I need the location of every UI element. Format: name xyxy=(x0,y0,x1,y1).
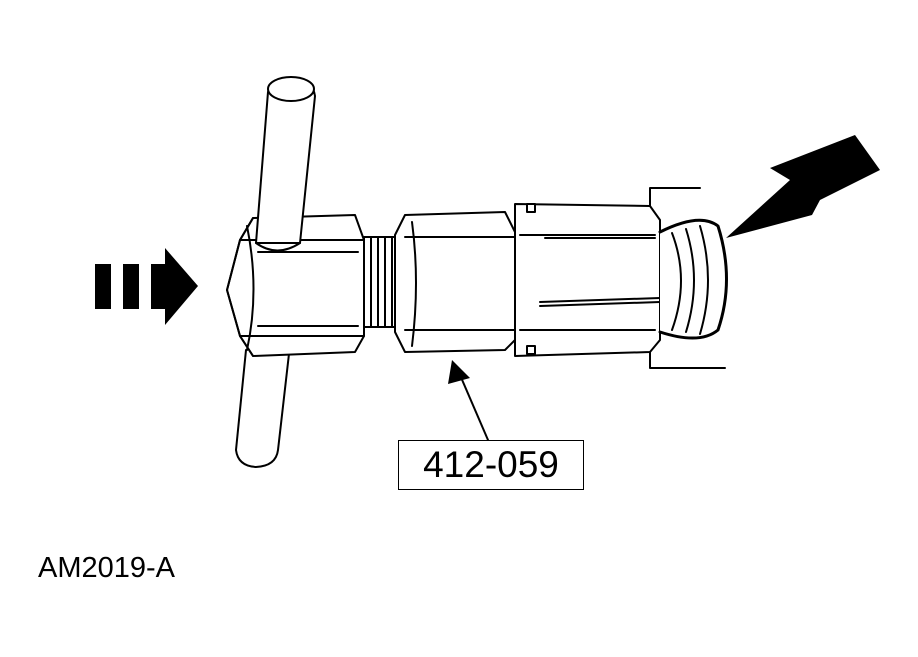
t-handle-upper-rod xyxy=(255,76,316,252)
part-number-label: 412-059 xyxy=(398,440,584,490)
t-handle-lower-rod xyxy=(235,344,291,468)
label-leader-arrowhead xyxy=(448,360,470,384)
hex-body-middle xyxy=(394,211,516,353)
label-leader-line xyxy=(459,374,489,441)
hex-nut-left xyxy=(226,214,365,357)
dashed-arrow-right-icon xyxy=(95,248,198,325)
part-number-text: 412-059 xyxy=(423,444,559,485)
collet-tip xyxy=(658,218,728,340)
threaded-section xyxy=(363,236,405,328)
solid-arrow-down-left-icon xyxy=(726,135,880,238)
collet-sleeve xyxy=(514,187,726,369)
figure-id-label: AM2019-A xyxy=(38,552,176,584)
